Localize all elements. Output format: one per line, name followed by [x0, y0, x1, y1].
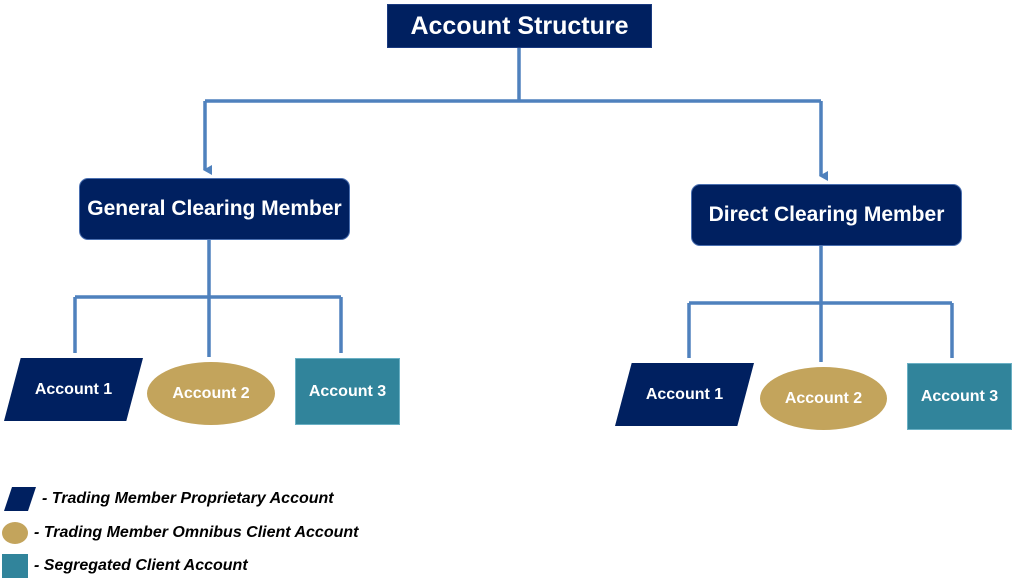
ellipse-swatch-icon [2, 522, 28, 544]
parallelogram-swatch-icon [4, 487, 36, 511]
legend-item-segregated: - Segregated Client Account [0, 554, 248, 578]
legend-label: - Trading Member Omnibus Client Account [34, 524, 359, 541]
legend-label: - Trading Member Proprietary Account [42, 490, 334, 507]
general-account-2-omnibus: Account 2 [147, 362, 275, 425]
square-swatch-icon [2, 554, 28, 578]
direct-clearing-member-node: Direct Clearing Member [691, 184, 962, 246]
legend-item-proprietary: - Trading Member Proprietary Account [0, 487, 334, 511]
general-account-3-segregated: Account 3 [295, 358, 400, 425]
legend-item-omnibus: - Trading Member Omnibus Client Account [0, 522, 358, 544]
general-account-1-proprietary: Account 1 [4, 358, 143, 421]
account-structure-title: Account Structure [387, 4, 652, 48]
direct-account-2-omnibus: Account 2 [760, 367, 887, 430]
direct-account-3-segregated: Account 3 [907, 363, 1012, 430]
legend-label: - Segregated Client Account [34, 557, 248, 574]
direct-account-1-proprietary: Account 1 [615, 363, 754, 426]
general-clearing-member-node: General Clearing Member [79, 178, 350, 240]
